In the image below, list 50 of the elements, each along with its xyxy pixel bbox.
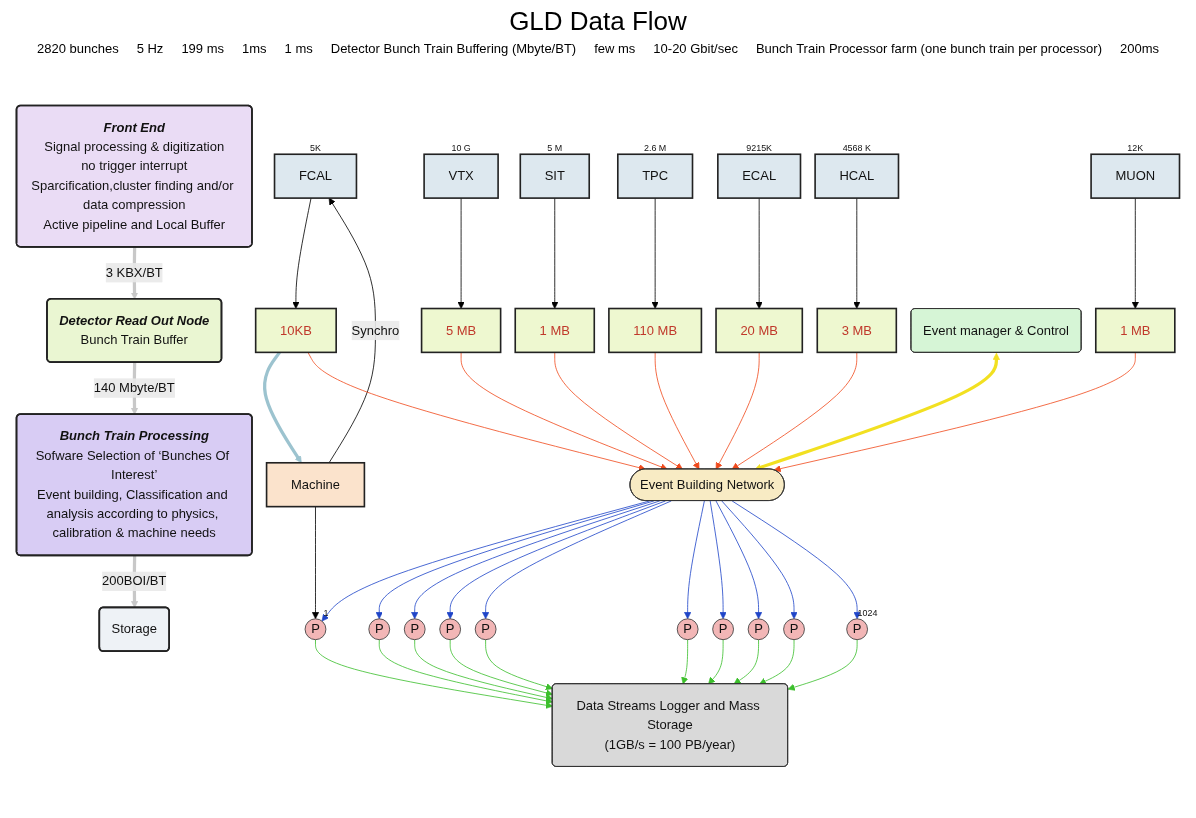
node-circle: P [676, 618, 699, 641]
node-circle: P [304, 618, 327, 641]
node-circle: P [474, 618, 497, 641]
node-box: 3 MB [816, 307, 898, 354]
note-text: Detector Bunch Train Buffering (Mbyte/BT) [330, 41, 577, 56]
node-circle: P [846, 618, 868, 641]
node-circle: P [747, 618, 770, 641]
node-box: MUON [1090, 153, 1181, 199]
beside-text: 9215K [746, 143, 773, 153]
node-circle: P [368, 618, 391, 641]
node-box: 20 MB [715, 307, 804, 354]
node-box: FCAL [273, 153, 358, 199]
edge-label: 140 Mbyte/BT [93, 380, 175, 395]
node-circle: P [403, 618, 426, 641]
note-text: few ms [594, 41, 636, 56]
beside-text: 1 [323, 607, 329, 618]
note-text: Bunch Train Processor farm (one bunch train per processor) [755, 41, 1102, 56]
node-box: VTX [423, 153, 499, 199]
edge-label: 3 KBX/BT [105, 265, 163, 280]
edge-label: Synchro [351, 323, 400, 337]
note-text: 2820 bunches [36, 41, 119, 56]
node-box: 5 MB [420, 307, 502, 354]
beside-text: 2.6 M [644, 143, 667, 153]
beside-text: 1024 [857, 607, 878, 618]
beside-text: 12K [1127, 143, 1144, 153]
node-box: ECAL [717, 153, 802, 199]
node-box: 110 MB [608, 307, 703, 354]
node-circle: P [783, 618, 805, 641]
beside-text: 5K [310, 143, 321, 153]
arrow [263, 351, 302, 464]
node-box: HCAL [814, 153, 900, 199]
diagram-title: GLD Data Flow [508, 6, 688, 37]
note-text: 10-20 Gbit/sec [653, 41, 738, 56]
beside-text: 10 G [451, 143, 471, 153]
node-box: 10KB [254, 307, 337, 354]
note-text: 200ms [1120, 41, 1160, 56]
beside-text: 5 M [547, 143, 563, 153]
node-circle: P [439, 618, 461, 641]
note-text: 1 ms [284, 41, 313, 56]
note-text: 199 ms [181, 41, 224, 56]
beside-text: 4568 K [842, 143, 871, 153]
node-box: SIT [519, 153, 591, 199]
note-text: 5 Hz [136, 41, 164, 56]
node-box: 1 MB [1094, 307, 1176, 354]
node-circle: P [712, 618, 734, 641]
node-box: TPC [617, 153, 694, 199]
node-box: 1 MB [514, 307, 596, 354]
node-box: Machine [265, 462, 366, 508]
edge-label: 200BOI/BT [102, 574, 167, 588]
note-text: 1ms [242, 41, 267, 56]
